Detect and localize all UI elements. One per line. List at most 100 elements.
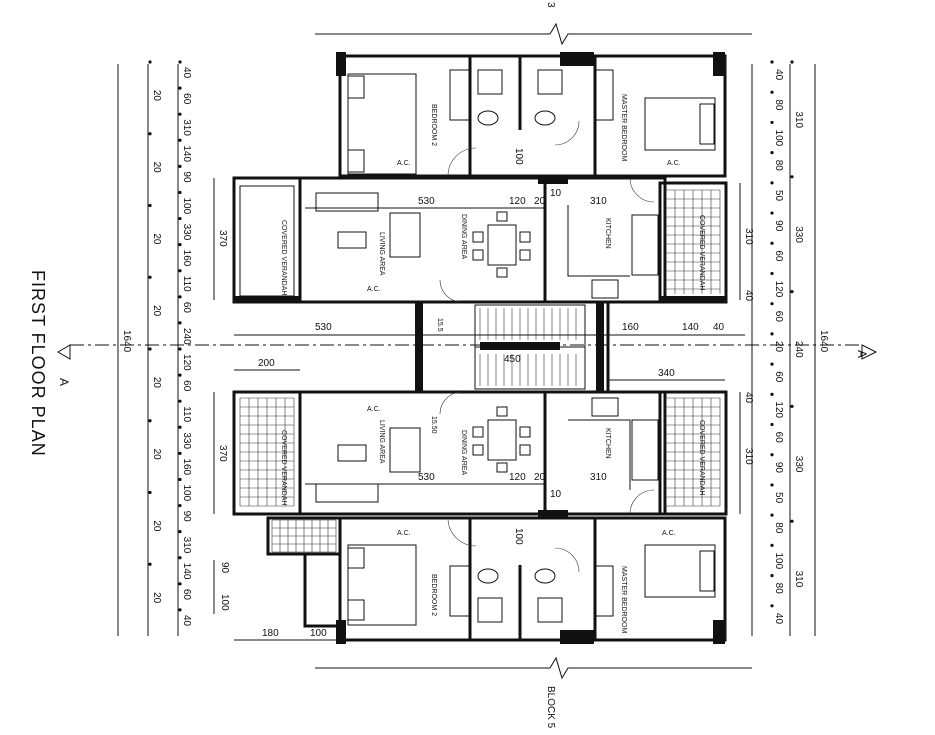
left-dim-value: 110 [181, 406, 192, 422]
dim-tick [178, 425, 182, 429]
dim-tick [178, 138, 182, 142]
dim-tick [178, 399, 182, 403]
dim-310-right-lower: 310 [743, 448, 754, 465]
right-far-dim-value: 240 [793, 341, 804, 358]
right-dim-value: 80 [773, 160, 784, 172]
dim-tick [178, 164, 182, 168]
dim-tick [148, 203, 152, 208]
right-dim-value: 50 [773, 492, 784, 504]
dim-tick [178, 321, 182, 325]
right-dim-value: 80 [773, 583, 784, 595]
left-dim-value: 100 [181, 198, 192, 215]
dim-20-upper: 20 [534, 196, 546, 207]
section-letter-left: A [57, 378, 71, 386]
bathroom-fixtures [477, 69, 563, 623]
left-tick-value: 20 [151, 520, 162, 532]
verandah-lower-right-label: COVERED VERANDAH [698, 420, 705, 495]
left-dim-value: 120 [181, 354, 192, 371]
dim-tick [770, 513, 774, 517]
dim-tick [178, 295, 182, 299]
block-label: BLOCK 5 [545, 686, 556, 729]
building-walls [298, 22, 752, 680]
dim-180: 180 [262, 628, 279, 639]
left-tick-value: 20 [151, 592, 162, 604]
dim-tick [148, 562, 152, 566]
ac-2: A.C. [667, 160, 681, 167]
dim-tick [770, 241, 774, 245]
left-tick-value: 20 [151, 162, 162, 174]
dim-tick [770, 151, 774, 155]
left-dim-value: 310 [181, 119, 192, 136]
dim-tick [770, 483, 774, 487]
dim-tick [178, 112, 182, 116]
dim-120-lower: 120 [509, 472, 526, 483]
verandah-lower-left-label: COVERED VERANDAH [280, 430, 287, 505]
dim-tick [770, 90, 774, 94]
dim-tick [770, 543, 774, 547]
dim-tick [148, 419, 152, 423]
dim-tick [770, 362, 774, 366]
dim-530-upper: 530 [418, 196, 435, 207]
dining-table-lower [472, 406, 531, 473]
right-dim-value: 60 [773, 432, 784, 444]
plan-title: FIRST FLOOR PLAN [28, 270, 48, 457]
right-far-dim-value: 330 [793, 226, 804, 243]
living-furniture-upper [315, 192, 421, 258]
left-tick-value: 20 [151, 233, 162, 245]
external-stair [266, 516, 342, 628]
dim-tick [178, 503, 182, 508]
dim-tick [178, 243, 182, 247]
dim-370-lower: 370 [217, 445, 228, 462]
dim-tick [790, 290, 794, 294]
left-dim-value: 60 [181, 302, 192, 314]
label-bedroom2-lower: BEDROOM 2 [430, 574, 437, 616]
right-dim-value: 90 [773, 220, 784, 232]
label-kitchen-upper: KITCHEN [604, 218, 611, 249]
right-dim-value: 40 [773, 69, 784, 81]
dim-tick [148, 60, 152, 64]
dim-tick [178, 582, 182, 586]
bed-lower-right [644, 544, 716, 598]
verandah-upper-left-label: COVERED VERANDAH [280, 220, 287, 295]
bed-lower-left [347, 544, 417, 626]
label-bedroom2-upper: BEDROOM 2 [430, 104, 437, 146]
bed-upper-right [644, 97, 716, 151]
dim-tick [770, 302, 774, 306]
dim-310-lower: 310 [590, 472, 607, 483]
dim-tick [770, 271, 774, 276]
left-dim-value: 160 [181, 250, 192, 267]
left-dim-value: 60 [181, 93, 192, 105]
kitchen-lower [568, 397, 659, 490]
right-dimension-chain: 4080100805090601206020601206090508010080… [770, 60, 784, 624]
dim-tick [770, 181, 774, 185]
dim-10-lower: 10 [550, 489, 562, 500]
dim-tick [178, 530, 182, 534]
living-furniture-lower [315, 427, 421, 503]
label-master-bedroom-upper: MASTER BEDROOM [620, 94, 627, 161]
dim-40-mid: 40 [713, 322, 725, 333]
right-dim-value: 20 [773, 341, 784, 353]
ac-4: A.C. [367, 406, 381, 413]
right-dim-value: 100 [773, 552, 784, 569]
dim-100-ext: 100 [219, 594, 230, 611]
dim-340: 340 [658, 368, 675, 379]
dim-tick [790, 519, 794, 523]
dim-tick [178, 216, 182, 221]
verandah-lower-left: COVERED VERANDAH [232, 390, 302, 516]
dim-tick [770, 120, 774, 125]
ac-1: A.C. [397, 160, 411, 167]
dim-200: 200 [258, 358, 275, 369]
dim-tick [178, 86, 182, 90]
left-dim-value: 240 [181, 328, 192, 345]
left-dim-value: 90 [181, 511, 192, 523]
left-dim-value: 90 [181, 171, 192, 183]
right-far-dim-value: 310 [793, 111, 804, 128]
left-dim-value: 110 [181, 276, 192, 292]
right-dim-value: 60 [773, 250, 784, 262]
label-kitchen-lower: KITCHEN [604, 428, 611, 459]
dim-20-lower: 20 [534, 472, 546, 483]
verandah-upper-left: COVERED VERANDAH [232, 176, 302, 304]
dim-310-upper: 310 [590, 196, 607, 207]
dim-tick [178, 556, 182, 560]
right-dim-value: 80 [773, 522, 784, 534]
